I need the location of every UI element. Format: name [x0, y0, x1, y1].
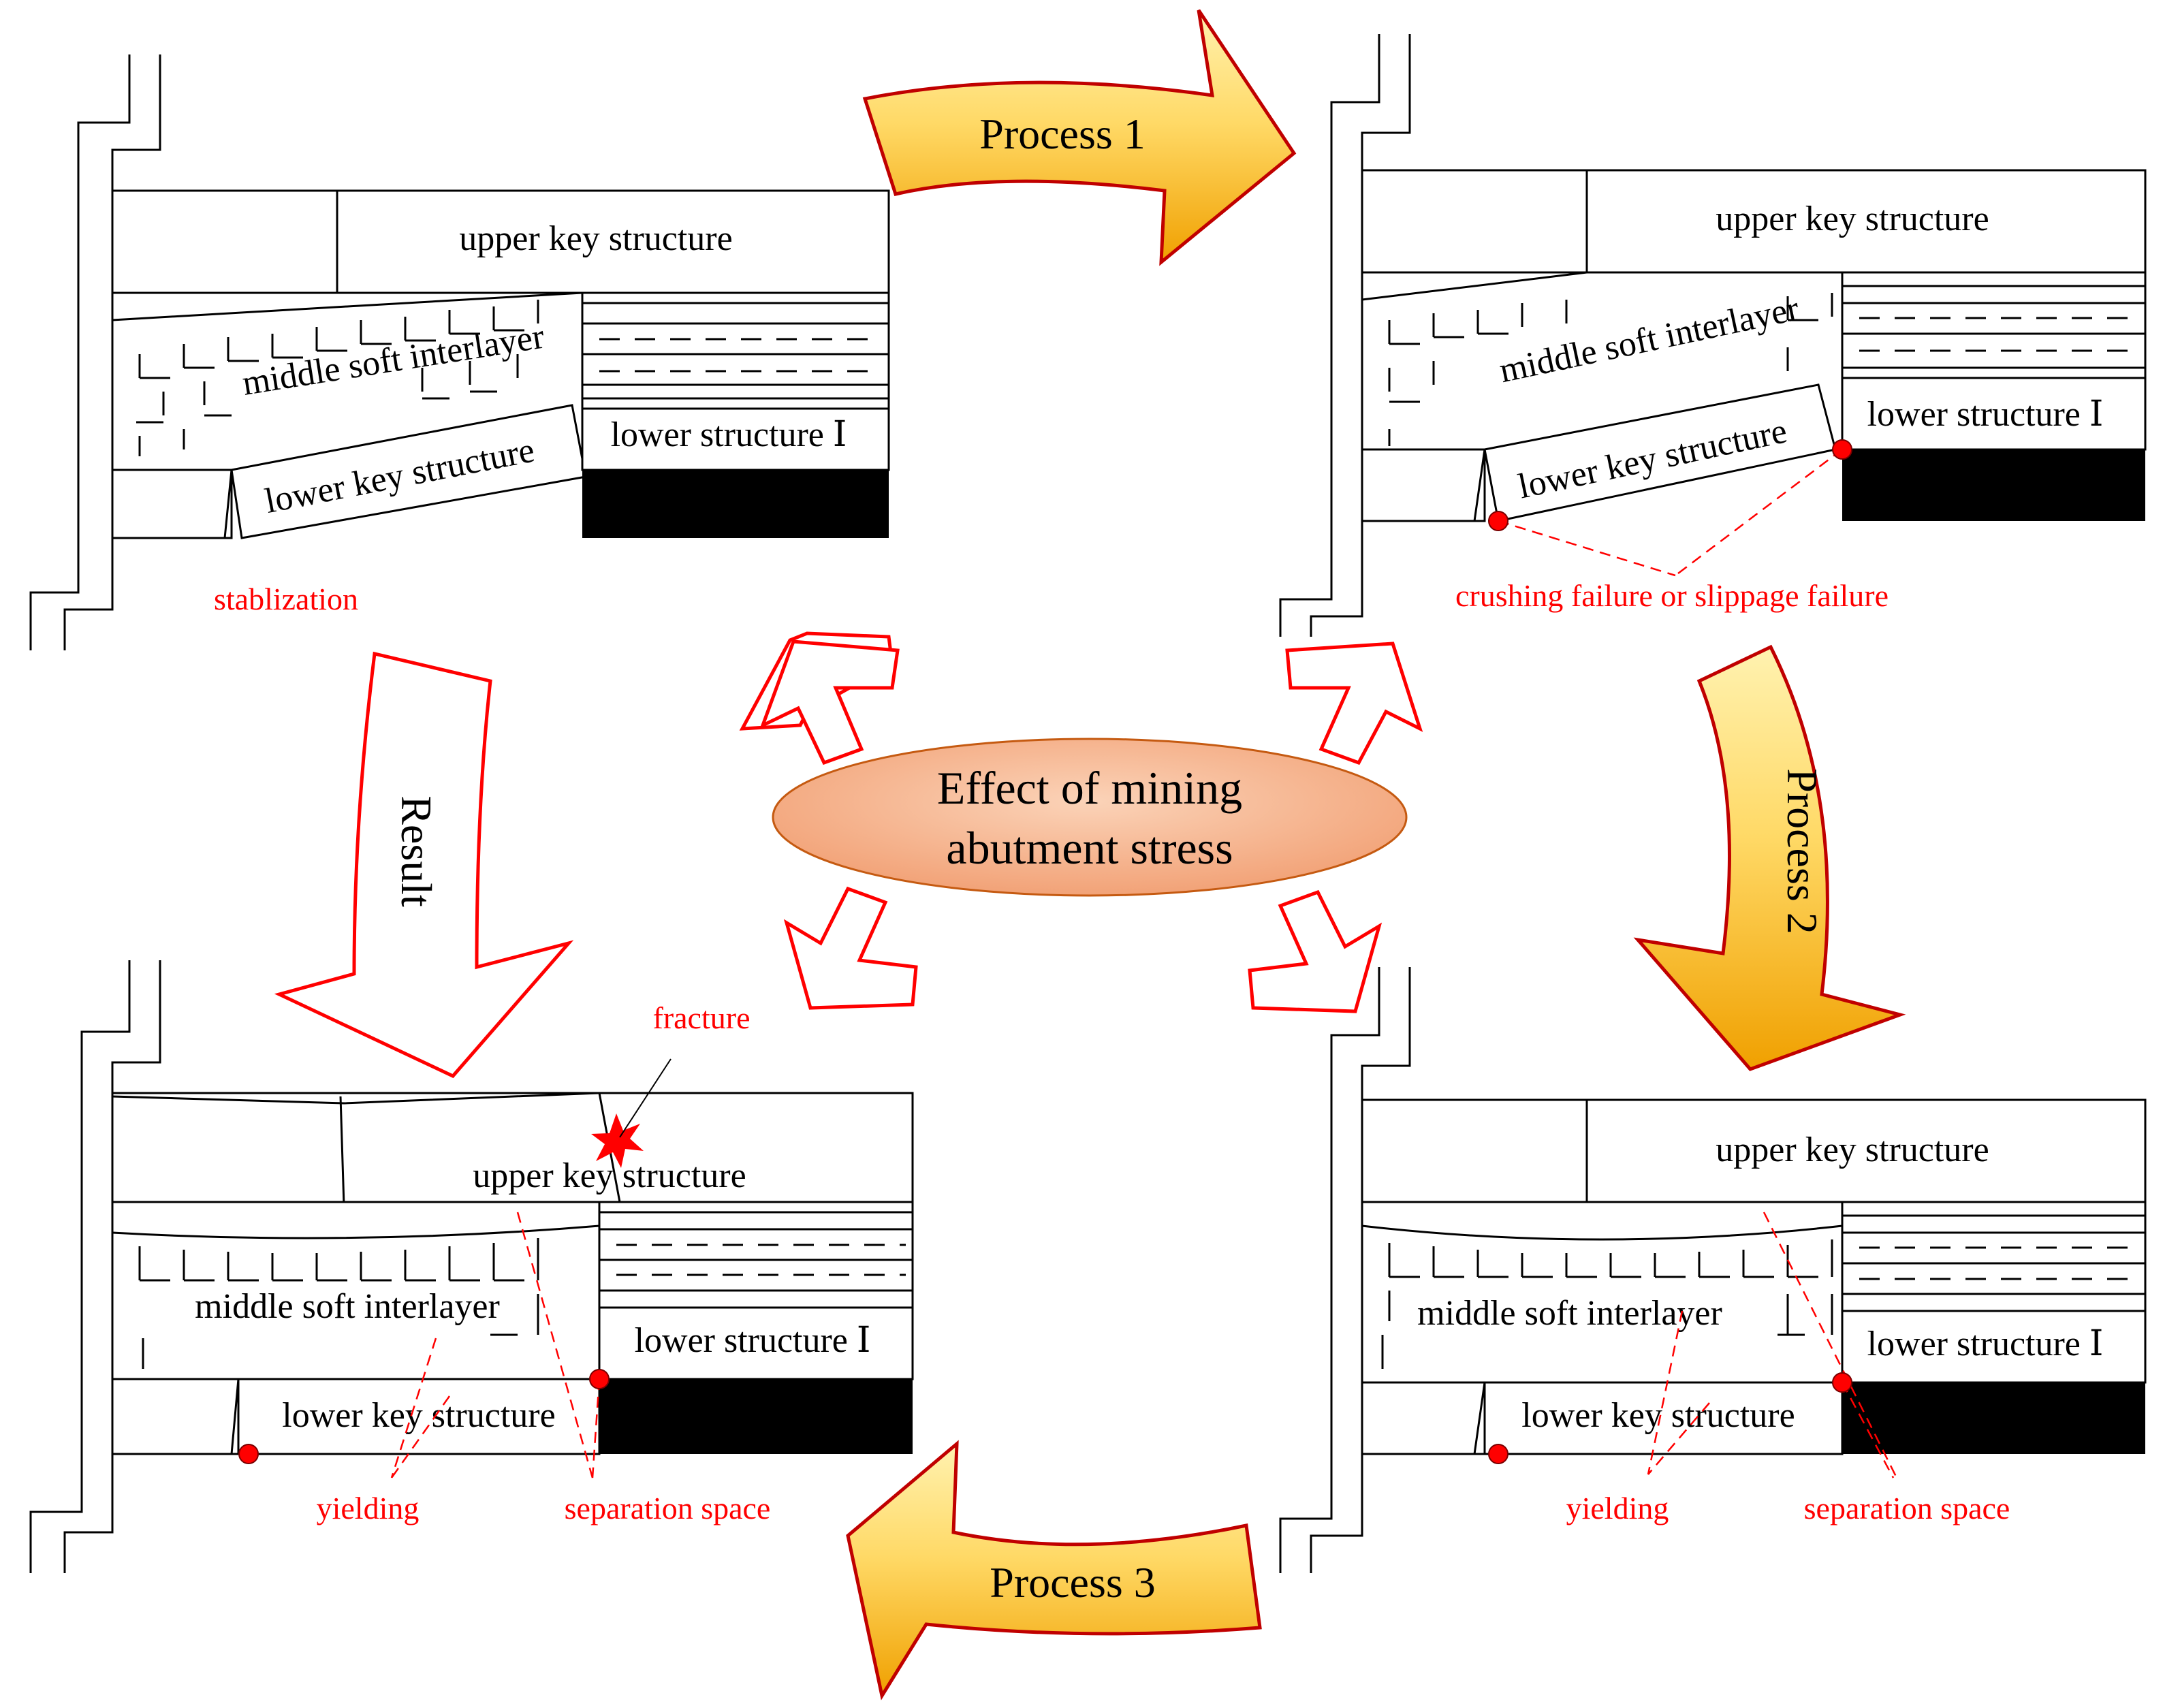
upper-key-structure-label: upper key structure — [1716, 200, 1989, 238]
stress-arrow-down-right — [1248, 889, 1383, 1013]
process-1-label: Process 1 — [979, 110, 1146, 158]
process-2-label: Process 2 — [1778, 768, 1827, 934]
separation-point — [1832, 1372, 1852, 1393]
upper-key-structure-layer — [1361, 169, 2147, 274]
process-3-arrow: Process 3 — [846, 1440, 1262, 1701]
upper-key-structure-layer — [111, 189, 890, 294]
interlayer-hatch — [1388, 293, 1833, 446]
panel-process-2-result: upper key structure middle soft interlay… — [1279, 967, 2147, 1573]
yielding-label: yielding — [1566, 1491, 1669, 1525]
upper-key-structure-label: upper key structure — [473, 1156, 746, 1195]
lower-key-structure-block — [1483, 1381, 1844, 1455]
coal-seam — [1842, 449, 2145, 521]
roadway-wall-outer — [1279, 34, 1380, 637]
fracture-label: fracture — [653, 1000, 751, 1035]
middle-soft-interlayer-layer — [1361, 1201, 1844, 1384]
stress-arrow-up-left-shape — [759, 639, 900, 765]
lower-structure-label: lower structure Ⅰ — [611, 415, 847, 454]
center-label-line-2: abutment stress — [946, 822, 1233, 874]
upper-key-structure-label: upper key structure — [459, 219, 732, 258]
panel-process-3-result: upper key structure middle soft interlay… — [29, 960, 914, 1573]
middle-soft-interlayer-label: middle soft interlayer — [195, 1287, 500, 1326]
lower-key-structure-label: lower key structure — [282, 1396, 555, 1435]
middle-soft-interlayer-label: middle soft interlayer — [1417, 1294, 1722, 1333]
upper-key-structure-layer — [1361, 1098, 2147, 1203]
separation-space-label: separation space — [1804, 1491, 2010, 1525]
roadway-wall-outer — [29, 960, 131, 1573]
upper-key-structure-layer — [111, 1092, 914, 1203]
center-label-line-1: Effect of mining — [937, 762, 1242, 814]
interlayer-hatch — [138, 1238, 539, 1369]
coal-seam — [1842, 1382, 2145, 1454]
lower-structure-strata — [598, 1201, 914, 1309]
failure-point-right — [1832, 439, 1852, 460]
roadway-wall-outer — [29, 54, 131, 650]
result-label: Result — [392, 795, 441, 907]
upper-key-structure-label: upper key structure — [1716, 1130, 1989, 1169]
yielding-label: yielding — [317, 1491, 420, 1525]
panel-stabilization: upper key structure middle soft interlay… — [29, 54, 890, 650]
failure-point-left — [1488, 511, 1508, 531]
process-3-label: Process 3 — [990, 1558, 1156, 1607]
crushing-failure-label: crushing failure or slippage failure — [1455, 578, 1889, 613]
lower-structure-label: lower structure Ⅰ — [635, 1321, 871, 1360]
stabilization-label: stablization — [214, 582, 358, 616]
fracture-star-icon — [591, 1113, 644, 1168]
lower-key-structure-label: lower key structure — [1521, 1396, 1795, 1435]
lower-structure-label: lower structure Ⅰ — [1867, 395, 2104, 434]
interlayer-hatch — [136, 300, 539, 456]
stress-arrow-down-left — [783, 886, 918, 1010]
result-arrow: Result — [274, 651, 574, 1079]
yield-point — [1488, 1444, 1508, 1464]
lower-structure-strata — [1841, 1201, 2147, 1312]
separation-space-label: separation space — [565, 1491, 771, 1525]
interlayer-hatch — [1381, 1239, 1833, 1369]
upper-key-fracture-left — [339, 1096, 345, 1206]
separation-point — [589, 1369, 610, 1389]
lower-structure-label: lower structure Ⅰ — [1867, 1325, 2104, 1363]
lower-structure-strata — [1841, 271, 2147, 379]
roadway-wall-outer — [1279, 967, 1380, 1573]
process-1-arrow: Process 1 — [862, 9, 1297, 266]
coal-seam — [582, 470, 889, 538]
yield-point — [238, 1444, 259, 1464]
coal-seam — [599, 1379, 913, 1454]
mining-abutment-stress-ellipse: Effect of mining abutment stress — [772, 738, 1408, 897]
panel-process-1-result: upper key structure middle soft interlay… — [1279, 34, 2147, 637]
stress-arrow-up-right — [1285, 642, 1423, 765]
process-2-arrow: Process 2 — [1633, 644, 1906, 1071]
lower-structure-strata — [581, 291, 890, 410]
